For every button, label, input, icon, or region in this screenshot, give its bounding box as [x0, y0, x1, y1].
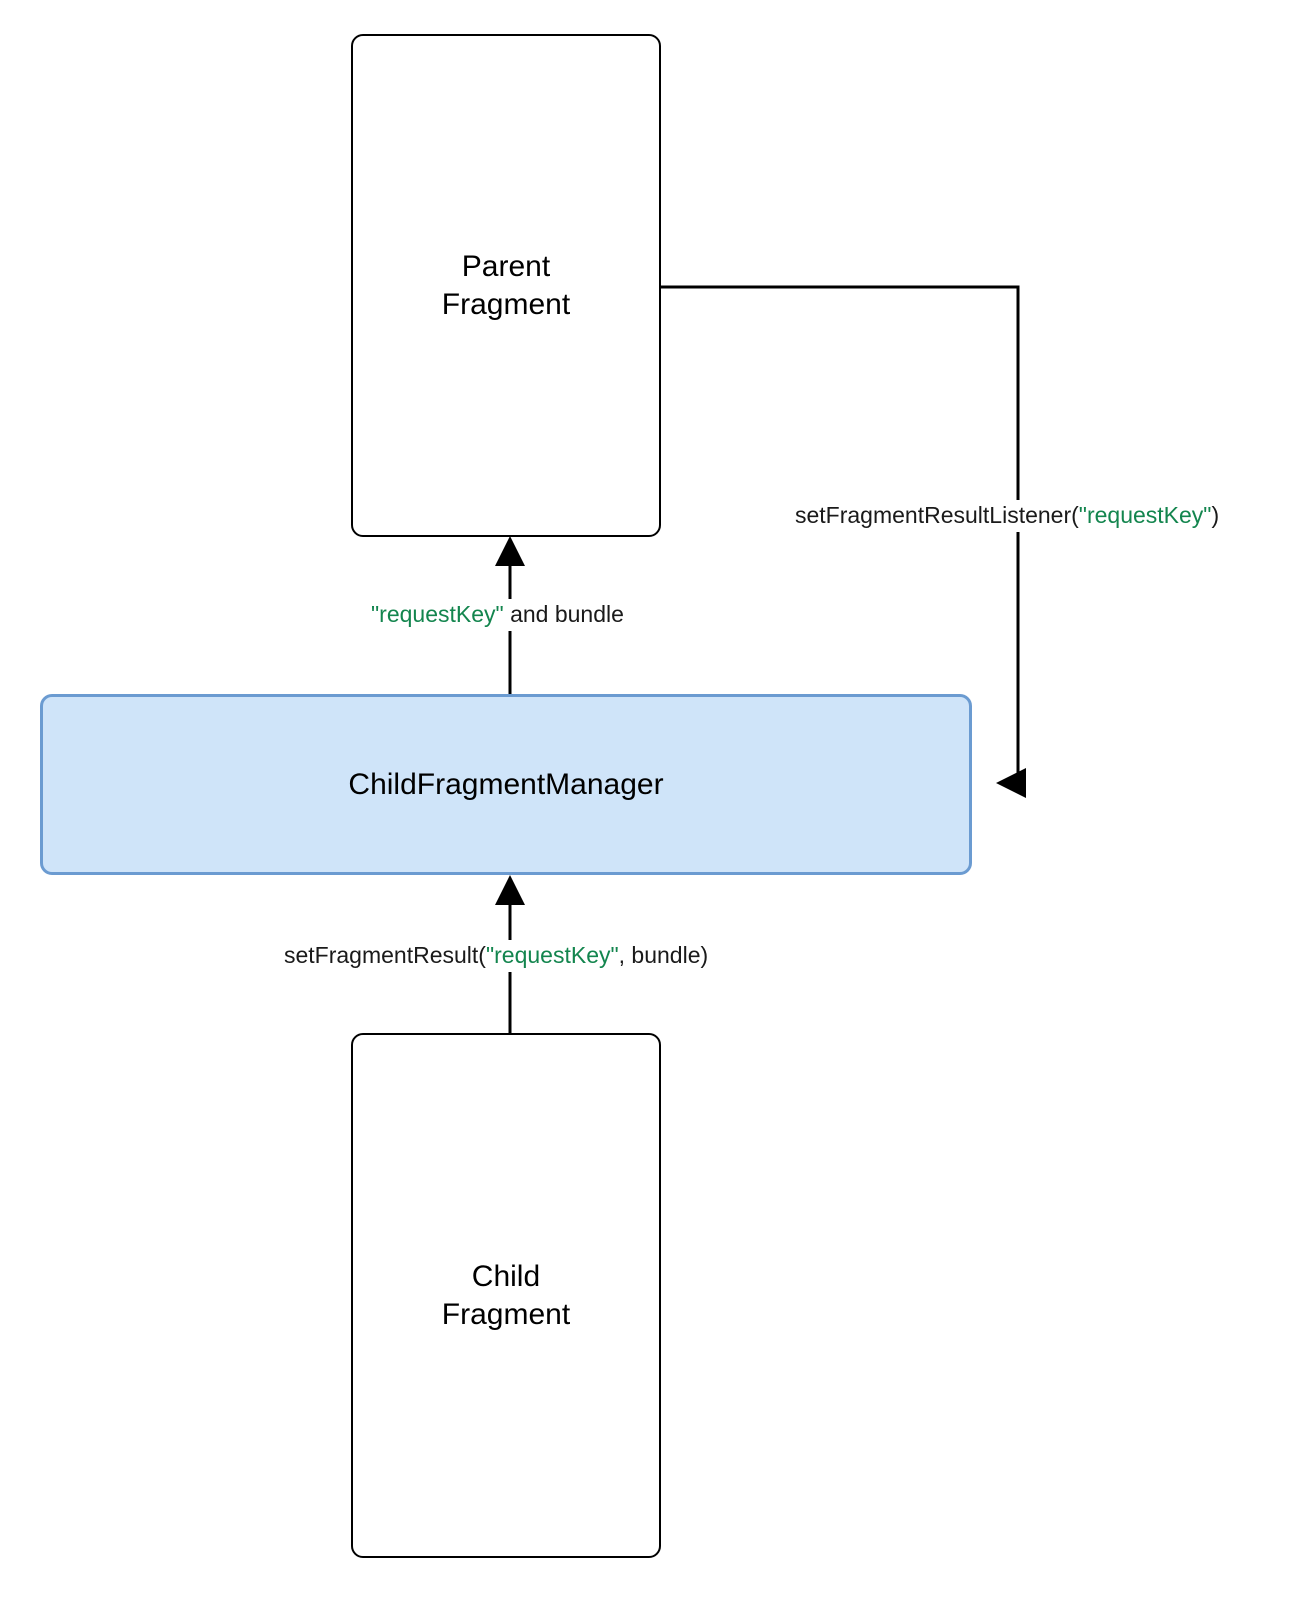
node-child-fragment-manager-label: ChildFragmentManager	[348, 767, 664, 801]
node-child-fragment-manager[interactable]: ChildFragmentManager	[40, 694, 972, 875]
edge-label-listener-suffix: )	[1211, 502, 1220, 528]
edge-label-listener-prefix: setFragmentResultListener(	[795, 502, 1079, 528]
node-child-fragment[interactable]: Child Fragment	[351, 1033, 661, 1558]
edge-label-result-up-key: "requestKey"	[371, 601, 504, 627]
node-parent-fragment[interactable]: Parent Fragment	[351, 34, 661, 537]
edge-listener-arrowhead	[996, 768, 1026, 798]
edge-set-result-arrowhead	[495, 875, 525, 905]
node-child-fragment-label: Child Fragment	[441, 1260, 571, 1331]
edge-label-set-result-suffix: , bundle)	[618, 942, 709, 968]
edge-label-set-fragment-result-listener: setFragmentResultListener("requestKey")	[789, 500, 1226, 532]
edge-label-listener-key: "requestKey"	[1078, 502, 1212, 528]
edge-result-up-arrowhead	[495, 536, 525, 566]
edge-label-set-result-key: "requestKey"	[485, 942, 619, 968]
node-parent-fragment-label: Parent Fragment	[441, 250, 571, 321]
edge-label-result-up-suffix: and bundle	[503, 601, 624, 627]
edge-label-request-key-and-bundle: "requestKey" and bundle	[365, 599, 630, 631]
edge-label-set-fragment-result: setFragmentResult("requestKey", bundle)	[278, 940, 715, 972]
edge-label-set-result-prefix: setFragmentResult(	[284, 942, 486, 968]
